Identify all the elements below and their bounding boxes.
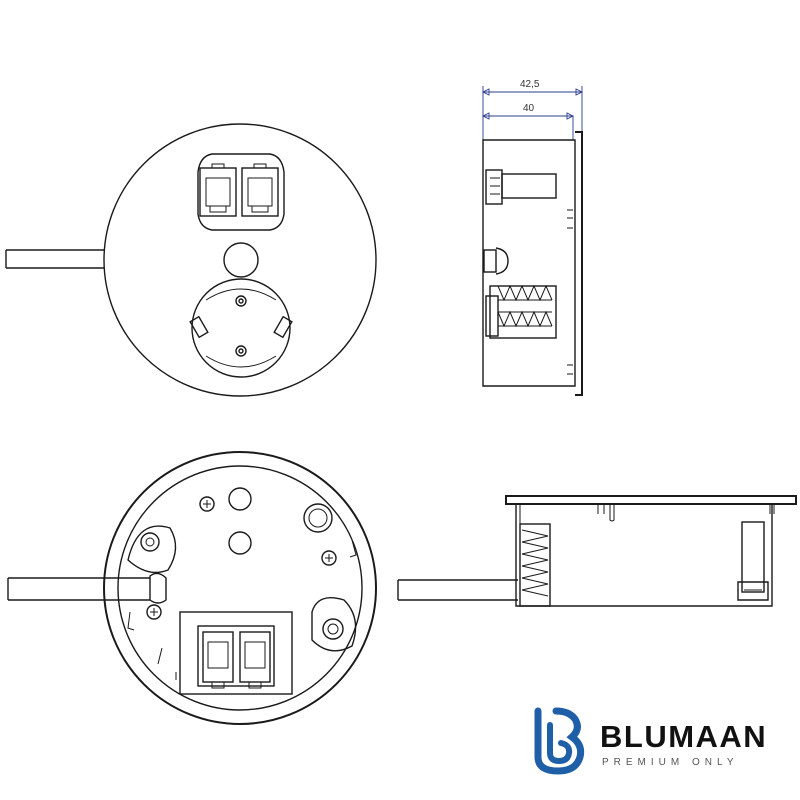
cable-clip xyxy=(149,572,167,604)
side-body xyxy=(482,139,576,387)
side-view: 42,5 40 xyxy=(481,79,584,396)
side-lower-body xyxy=(515,504,773,607)
post-middle xyxy=(228,531,252,555)
brand-tagline: PREMIUM ONLY xyxy=(602,757,739,768)
back-cable xyxy=(7,577,150,601)
mount-boss-right-top xyxy=(303,503,333,533)
side-indicator xyxy=(483,247,509,275)
indicator-light xyxy=(223,242,259,278)
back-outer-ring xyxy=(103,451,377,725)
screw-top xyxy=(199,496,215,512)
brand-logo: BLUMAAN PREMIUM ONLY xyxy=(528,705,778,775)
side-socket-thread xyxy=(485,284,557,339)
front-cable xyxy=(5,249,104,269)
mount-boss-left xyxy=(127,525,177,574)
side-lower-module xyxy=(737,521,769,601)
side-cable xyxy=(397,579,518,601)
front-view xyxy=(5,123,377,397)
data-port-housing xyxy=(197,153,285,231)
front-disc xyxy=(103,123,377,397)
back-view xyxy=(7,451,377,725)
back-inner-ring xyxy=(117,465,363,711)
side-tabs xyxy=(127,539,357,680)
dimension-lines: 42,5 40 xyxy=(481,79,584,140)
screw-left xyxy=(146,604,162,620)
side-lower-thread xyxy=(519,523,551,607)
back-data-module xyxy=(179,611,293,695)
post-top xyxy=(228,487,252,511)
brand-mark-icon xyxy=(534,707,585,775)
dimension-inner-width: 40 xyxy=(523,103,535,114)
power-socket xyxy=(189,278,293,378)
side-flange xyxy=(575,131,583,396)
brand-name: BLUMAAN xyxy=(600,719,768,754)
dimension-outer-width: 42,5 xyxy=(520,79,540,90)
screw-right xyxy=(321,550,337,566)
side-view-lower xyxy=(397,495,797,607)
side-data-module xyxy=(485,169,557,205)
side-lower-flange xyxy=(505,495,797,505)
data-port-right xyxy=(241,163,279,217)
mount-boss-right-bottom xyxy=(311,597,357,652)
data-port-left xyxy=(199,163,237,217)
